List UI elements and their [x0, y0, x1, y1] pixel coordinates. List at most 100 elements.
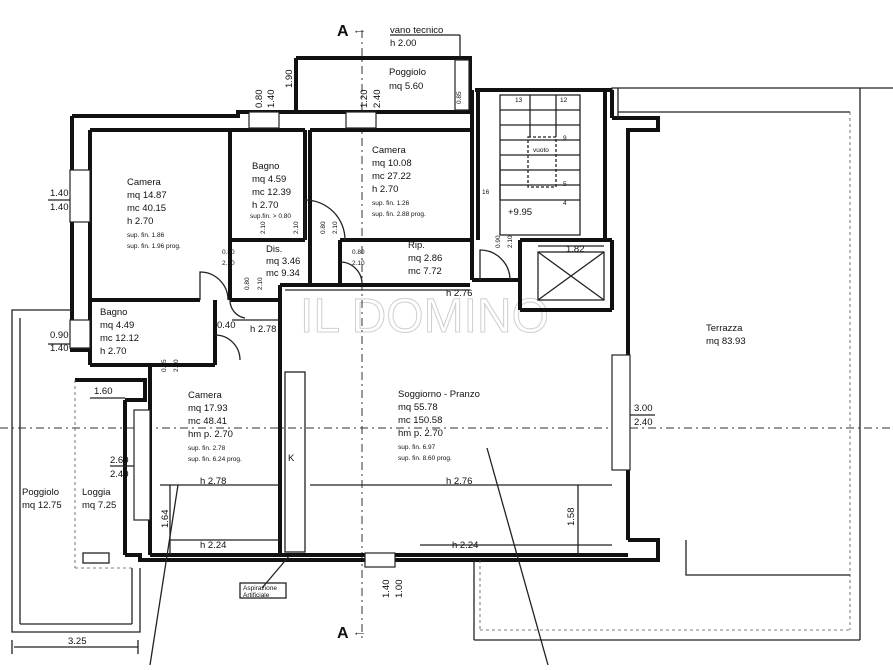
svg-text:mq 83.93: mq 83.93 [706, 336, 746, 347]
dim-1-90: 1.90 [284, 70, 295, 89]
svg-text:Loggia: Loggia [82, 487, 111, 498]
elevation-label: +9.95 [508, 207, 532, 218]
svg-text:12: 12 [560, 97, 568, 104]
dim-0-80-b: 0.80 [320, 221, 327, 234]
kitchen-counter [284, 371, 306, 553]
room-poggiolo-top: Poggiolo mq 5.60 [389, 67, 426, 92]
dim-2-10-dis: 2.10 [222, 260, 235, 267]
svg-text:9: 9 [563, 135, 567, 142]
dim-1-58: 1.58 [566, 508, 577, 527]
stairs [499, 94, 581, 236]
aspirazione-note: Aspirazione Artificiale [239, 553, 292, 599]
height-2-78-b: h 2.78 [200, 476, 226, 487]
section-arrow-bottom: ⟵ [355, 631, 365, 638]
room-camera-2: Camera mq 10.08 mc 27.22 h 2.70 sup. fin… [372, 145, 426, 218]
svg-text:sup. fin. 2.78: sup. fin. 2.78 [188, 445, 226, 452]
dim-0-90-left: 0.90 [50, 330, 69, 341]
height-2-24-a: h 2.24 [200, 540, 226, 551]
watermark: IL DOMINO [300, 290, 549, 343]
svg-text:mq 5.60: mq 5.60 [389, 81, 423, 92]
left-balcony-outline [11, 309, 141, 633]
dim-2-10-c: 2.10 [332, 221, 339, 234]
height-2-76-b: h 2.76 [446, 476, 472, 487]
room-bagno-2: Bagno mq 4.49 mc 12.12 h 2.70 [100, 307, 139, 357]
svg-text:Aspirazione: Aspirazione [243, 585, 277, 592]
dim-0-80-c: 0.80 [244, 277, 251, 290]
svg-text:mq 17.93: mq 17.93 [188, 403, 228, 414]
svg-text:mc 27.22: mc 27.22 [372, 171, 411, 182]
svg-text:sup. fin. 6.97: sup. fin. 6.97 [398, 444, 436, 451]
svg-text:Camera: Camera [372, 145, 407, 156]
room-vano-tecnico: vano tecnico h 2.00 [390, 25, 443, 49]
dim-2-60: 2.60 [110, 455, 129, 466]
dim-3-00: 3.00 [634, 403, 653, 414]
svg-text:sup. fin. 2.88 prog.: sup. fin. 2.88 prog. [372, 211, 426, 218]
vuoto-label: vuoto [533, 147, 549, 154]
room-soggiorno-pranzo: Soggiorno - Pranzo mq 55.78 mc 150.58 hm… [398, 389, 480, 462]
svg-text:sup. fin. 8.60 prog.: sup. fin. 8.60 prog. [398, 455, 452, 462]
svg-text:mc 9.34: mc 9.34 [266, 268, 300, 279]
height-2-76-a: h 2.76 [446, 288, 472, 299]
dim-0-85: 0.85 [456, 91, 463, 104]
svg-text:Terrazza: Terrazza [706, 323, 743, 334]
svg-text:16: 16 [482, 189, 490, 196]
svg-text:sup. fin. 1.96 prog.: sup. fin. 1.96 prog. [127, 243, 181, 250]
svg-text:Poggiolo: Poggiolo [389, 67, 426, 78]
dim-0-75: 0.75 [161, 359, 168, 372]
svg-text:h 2.70: h 2.70 [127, 216, 153, 227]
svg-text:mq 4.59: mq 4.59 [252, 174, 286, 185]
svg-text:sup.fin. > 0.80: sup.fin. > 0.80 [250, 213, 291, 220]
dim-2-10-a: 2.10 [260, 221, 267, 234]
dim-2-10-d: 2.10 [257, 277, 264, 290]
dim-2-40-top: 2.40 [372, 90, 383, 109]
svg-text:mq 14.87: mq 14.87 [127, 190, 167, 201]
doors [199, 199, 511, 361]
dim-0-90: 0.90 [495, 235, 502, 248]
svg-text:h 2.70: h 2.70 [100, 346, 126, 357]
svg-text:Soggiorno - Pranzo: Soggiorno - Pranzo [398, 389, 480, 400]
svg-text:4: 4 [563, 200, 567, 207]
svg-text:hm p. 2.70: hm p. 2.70 [398, 428, 443, 439]
height-2-78-a: h 2.78 [250, 324, 276, 335]
svg-text:mc 40.15: mc 40.15 [127, 203, 166, 214]
svg-text:Camera: Camera [188, 390, 223, 401]
svg-text:mq 10.08: mq 10.08 [372, 158, 412, 169]
dim-left-1-40b: 1.40 [50, 202, 69, 213]
svg-text:Artificiale: Artificiale [243, 592, 270, 599]
kitchen-label: K [288, 453, 295, 464]
svg-text:13: 13 [515, 97, 523, 104]
svg-text:mc 12.39: mc 12.39 [252, 187, 291, 198]
dim-2-40-left: 2.40 [110, 469, 129, 480]
dim-1-60: 1.60 [94, 386, 113, 397]
dim-1-40-left: 1.40 [50, 343, 69, 354]
dim-1-40-top: 1.40 [266, 90, 277, 109]
dim-0-40: 0.40 [217, 320, 236, 331]
dim-2-10-rip: 2.10 [352, 260, 365, 267]
dim-2-10-bagno2: 2.10 [173, 359, 180, 372]
svg-text:sup. fin. 1.26: sup. fin. 1.26 [372, 200, 410, 207]
windows [69, 59, 631, 568]
svg-text:vano tecnico: vano tecnico [390, 25, 443, 36]
svg-text:mc 150.58: mc 150.58 [398, 415, 442, 426]
svg-text:Dis.: Dis. [266, 244, 282, 255]
dimension-lines [11, 199, 655, 654]
room-ripostiglio: Rip. mq 2.86 mc 7.72 [408, 240, 442, 277]
svg-text:h 2.00: h 2.00 [390, 38, 416, 49]
room-camera-3: Camera mq 17.93 mc 48.41 hm p. 2.70 sup.… [188, 390, 242, 463]
svg-text:mc 12.12: mc 12.12 [100, 333, 139, 344]
dim-2-10-b: 2.10 [293, 221, 300, 234]
svg-text:mq 3.46: mq 3.46 [266, 256, 300, 267]
dim-0-80-rip: 0.80 [352, 249, 365, 256]
dim-3-25: 3.25 [68, 636, 87, 647]
svg-text:mq 7.25: mq 7.25 [82, 500, 116, 511]
svg-text:sup. fin. 1.86: sup. fin. 1.86 [127, 232, 165, 239]
room-terrazza: Terrazza mq 83.93 [706, 323, 746, 347]
room-poggiolo-left: Poggiolo mq 12.75 [22, 487, 62, 511]
svg-text:Bagno: Bagno [252, 161, 279, 172]
svg-text:mq 55.78: mq 55.78 [398, 402, 438, 413]
section-label-top: A [337, 23, 349, 40]
svg-text:mq 4.49: mq 4.49 [100, 320, 134, 331]
terrace-outline [473, 87, 893, 641]
dim-1-20: 1.20 [359, 90, 370, 109]
